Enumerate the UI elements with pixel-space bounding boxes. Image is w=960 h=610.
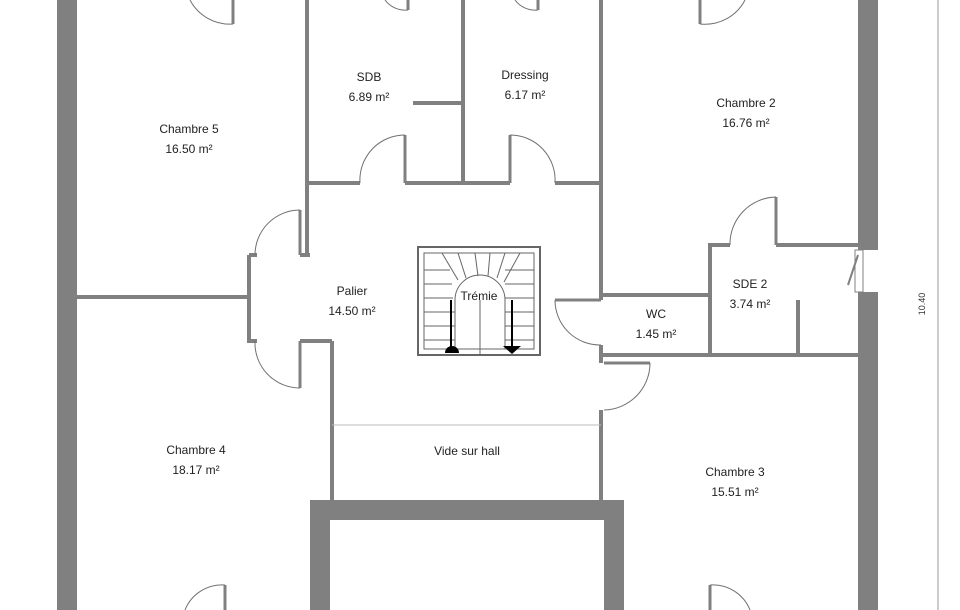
room-area-chambre4: 18.17 m² [172, 463, 219, 477]
room-label-sdb: SDB [357, 70, 382, 84]
room-label-tremie: Trémie [461, 289, 498, 303]
room-label-sde2: SDE 2 [733, 277, 768, 291]
room-label-chambre2: Chambre 2 [716, 96, 776, 110]
staircase [417, 246, 541, 356]
room-area-chambre5: 16.50 m² [165, 142, 212, 156]
room-area-sdb: 6.89 m² [349, 90, 390, 104]
room-area-sde2: 3.74 m² [730, 297, 771, 311]
doors [184, 0, 864, 610]
room-area-palier: 14.50 m² [328, 304, 375, 318]
room-label-dressing: Dressing [501, 68, 548, 82]
dimension-line: 10.40 [917, 0, 939, 610]
exterior-walls [57, 0, 878, 610]
interior-walls [77, 0, 860, 500]
room-labels: Chambre 5 16.50 m² SDB 6.89 m² Dressing … [159, 68, 776, 499]
room-label-vide: Vide sur hall [434, 444, 500, 458]
room-label-wc: WC [646, 307, 666, 321]
room-label-chambre4: Chambre 4 [166, 443, 226, 457]
room-label-palier: Palier [337, 284, 368, 298]
room-area-chambre3: 15.51 m² [711, 485, 758, 499]
room-area-dressing: 6.17 m² [505, 88, 546, 102]
dimension-label: 10.40 [917, 293, 927, 316]
room-area-wc: 1.45 m² [636, 327, 677, 341]
room-label-chambre3: Chambre 3 [705, 465, 765, 479]
room-area-chambre2: 16.76 m² [722, 116, 769, 130]
room-label-chambre5: Chambre 5 [159, 122, 219, 136]
